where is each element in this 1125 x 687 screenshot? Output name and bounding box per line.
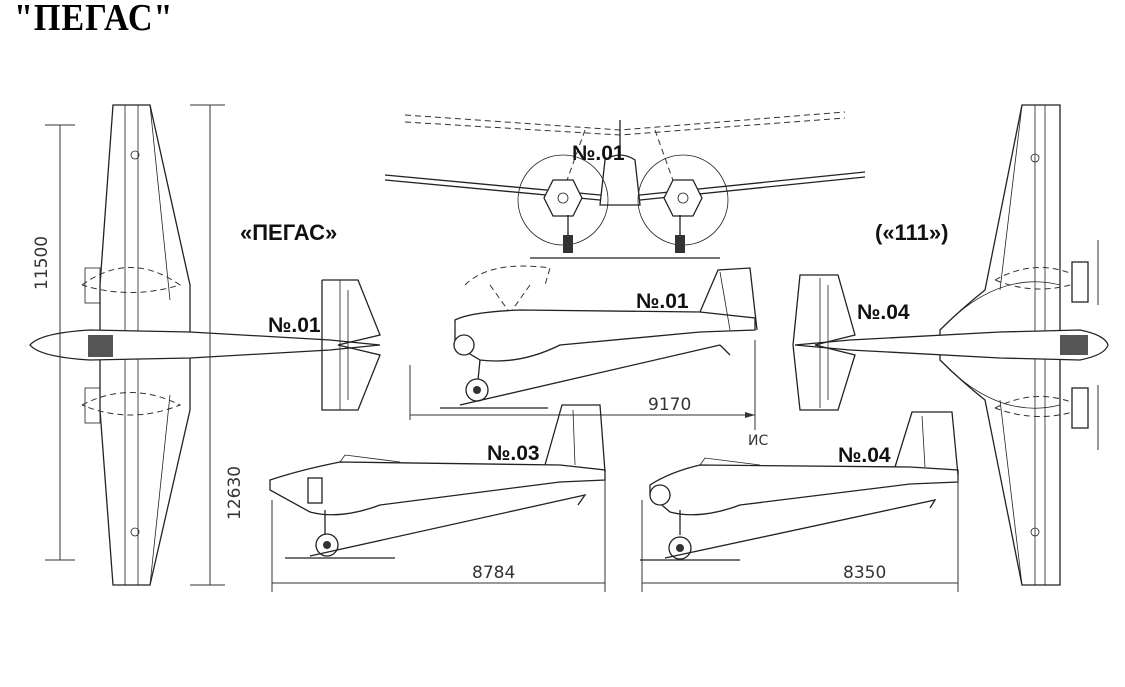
side-view-04 (640, 411, 959, 592)
drawing-title: "ПЕГАС" (14, 0, 174, 39)
label-side-03: №.03 (487, 442, 540, 465)
label-side-01: №.01 (636, 290, 689, 313)
side-view-01 (409, 265, 758, 430)
dimension-9170: 9170 (648, 395, 691, 415)
plan-view-right (792, 104, 1109, 586)
name-111: («111») (875, 220, 948, 245)
dimension-8784: 8784 (472, 563, 515, 583)
dimension-12630: 12630 (225, 466, 245, 520)
label-plan-left: №.01 (268, 314, 321, 337)
side-view-03 (269, 404, 606, 592)
front-view (384, 111, 866, 259)
name-pegas: «ПЕГАС» (240, 220, 337, 245)
dimension-8350: 8350 (843, 563, 886, 583)
plan-view-left (29, 104, 381, 586)
label-front: №.01 (572, 142, 625, 165)
signature: ИС (748, 433, 768, 449)
label-plan-right: №.04 (857, 301, 910, 324)
label-side-04: №.04 (838, 444, 891, 467)
dimension-11500: 11500 (32, 236, 52, 290)
